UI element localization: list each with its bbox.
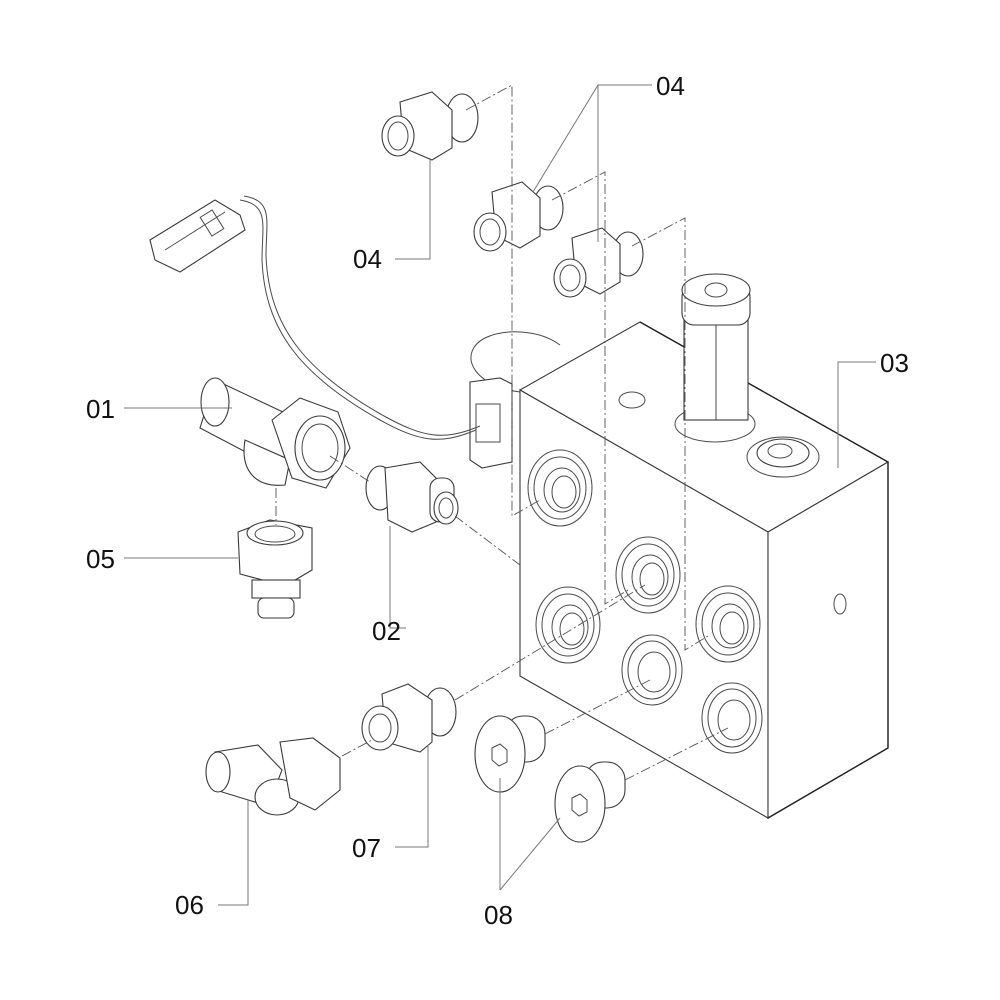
callout-04-top: 04 bbox=[656, 71, 685, 101]
port-5 bbox=[621, 634, 683, 706]
callout-08: 08 bbox=[484, 900, 513, 930]
callout-04-left: 04 bbox=[353, 244, 382, 274]
adapter-fitting-04-right bbox=[553, 227, 644, 298]
plug-08-a bbox=[474, 715, 546, 793]
elbow-fitting-06 bbox=[205, 737, 341, 816]
callout-06: 06 bbox=[175, 890, 204, 920]
callout-03: 03 bbox=[880, 348, 909, 378]
adapter-fitting-04-top bbox=[381, 91, 479, 161]
port-1 bbox=[527, 449, 593, 527]
valve-block-part bbox=[469, 273, 890, 819]
port-2 bbox=[615, 536, 681, 614]
plug-08-b bbox=[554, 761, 626, 843]
callout-01: 01 bbox=[86, 394, 115, 424]
callout-07: 07 bbox=[352, 833, 381, 863]
tee-fitting-01 bbox=[199, 377, 351, 489]
callout-02: 02 bbox=[372, 616, 401, 646]
reducer-fitting-05 bbox=[237, 519, 313, 619]
assembly-centerlines bbox=[275, 84, 729, 781]
port-4 bbox=[695, 585, 761, 663]
straight-fitting-02 bbox=[365, 461, 459, 533]
adapter-fitting-04-mid bbox=[473, 181, 564, 252]
sensor-connector-part bbox=[149, 195, 481, 440]
callout-05: 05 bbox=[86, 544, 115, 574]
leader-lines bbox=[124, 84, 876, 906]
port-6 bbox=[701, 682, 763, 754]
straight-fitting-07 bbox=[361, 683, 457, 753]
port-3 bbox=[535, 586, 601, 664]
